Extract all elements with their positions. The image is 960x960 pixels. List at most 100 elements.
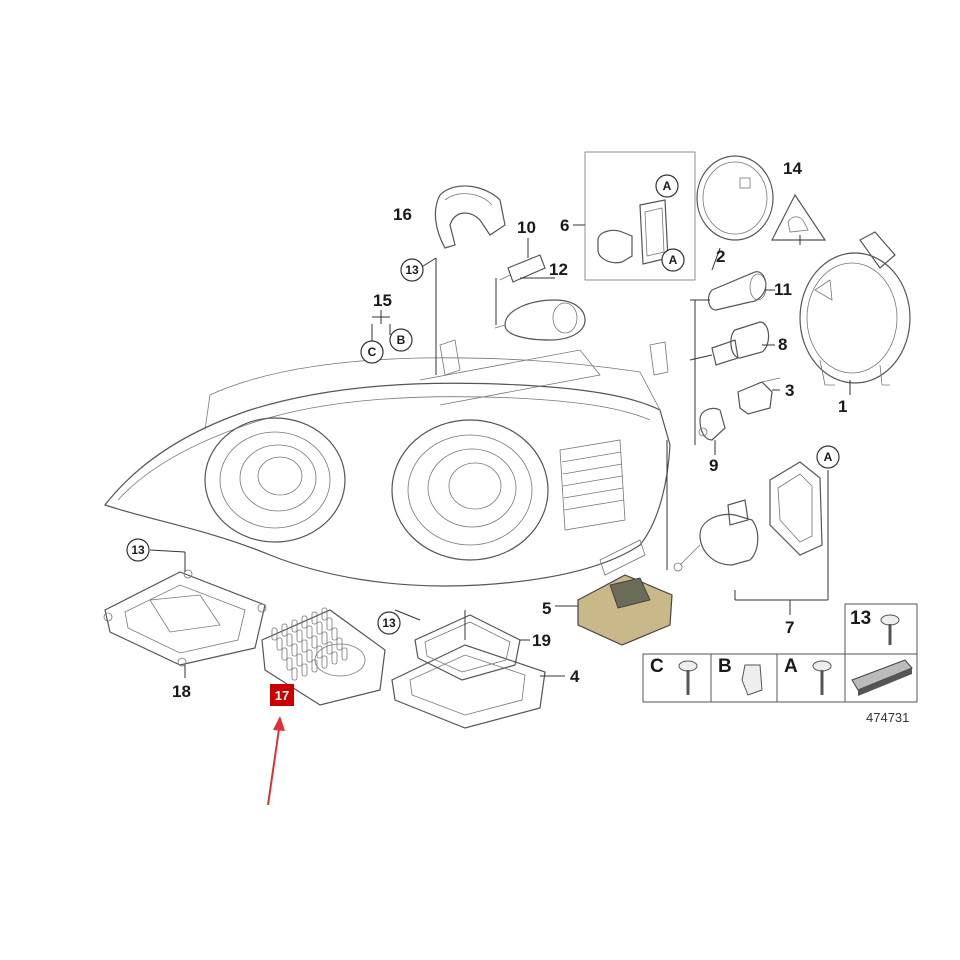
- heatsink-pin: [301, 615, 308, 629]
- red-arrow-icon: [267, 716, 285, 806]
- bulb-part-10: [499, 238, 546, 283]
- label-part-4: 4: [570, 667, 580, 686]
- heatsink-pin: [326, 641, 333, 655]
- rubber-strip-icon: [851, 659, 913, 696]
- bracket-part-16: [434, 185, 506, 249]
- svg-text:C: C: [650, 656, 664, 677]
- circle-13-top: 13: [400, 258, 424, 282]
- heatsink-pin: [281, 647, 288, 661]
- bulb-socket-part-8: [711, 321, 770, 366]
- highlighted-part-17-label: 17: [270, 684, 294, 706]
- heatsink-pin: [331, 651, 338, 665]
- label-part-15: 15: [373, 291, 392, 310]
- legend-cell-B: B: [718, 656, 763, 696]
- label-part-2: 2: [716, 247, 725, 266]
- circle-C: C: [360, 340, 384, 364]
- headlight-housing: [104, 339, 671, 587]
- svg-text:C: C: [368, 345, 377, 359]
- circled-labels: 13 13 13 C B A A A: [126, 174, 840, 635]
- highlight-badge: [270, 684, 294, 706]
- svg-text:17: 17: [275, 688, 289, 703]
- label-part-11: 11: [774, 280, 792, 299]
- label-part-18: 18: [172, 682, 191, 701]
- control-module-part-17: [261, 607, 386, 706]
- svg-text:B: B: [397, 333, 406, 347]
- warning-label-part-14: [771, 193, 827, 241]
- ballast-part-5: [577, 574, 673, 646]
- circle-A-right: A: [816, 445, 840, 469]
- heatsink-pin: [326, 617, 333, 631]
- heatsink-pin: [286, 657, 293, 671]
- legend-cell-13: 13: [850, 608, 900, 645]
- heatsink-pin: [321, 655, 328, 669]
- heatsink-pin: [311, 611, 318, 625]
- heatsink-pin: [301, 639, 308, 653]
- label-part-9: 9: [709, 456, 718, 475]
- fastener-legend: 13 C B A: [642, 603, 918, 725]
- heatsink-pin: [316, 621, 323, 635]
- part-labels: 1 2 3 4 5 6 7 8 9 10 11 12 14 15 16 18 1…: [172, 159, 847, 701]
- heatsink-pin: [341, 647, 348, 661]
- circle-A-top: A: [655, 174, 679, 198]
- ring-part-2: [696, 155, 774, 241]
- label-part-5: 5: [542, 599, 551, 618]
- heatsink-pin: [321, 607, 328, 621]
- leveling-motor-part-7: [673, 461, 823, 572]
- bulb-part-12: [494, 299, 586, 341]
- svg-text:13: 13: [405, 263, 419, 277]
- circle-B: B: [389, 328, 413, 352]
- heatsink-pin: [291, 667, 298, 681]
- legend-cell-A: A: [784, 656, 832, 695]
- screw-icon: [880, 614, 900, 645]
- heatsink-pin: [306, 625, 313, 639]
- ring-part-1: [799, 231, 911, 386]
- screw-icon: [678, 660, 698, 695]
- label-part-14: 14: [783, 159, 802, 178]
- label-part-10: 10: [517, 218, 536, 237]
- screw-icon: [812, 660, 832, 695]
- label-part-3: 3: [785, 381, 794, 400]
- heatsink-pin: [321, 631, 328, 645]
- heatsink-pin: [311, 659, 318, 673]
- leader-lines: [149, 224, 851, 678]
- heatsink-pin: [301, 663, 308, 677]
- svg-text:A: A: [663, 179, 672, 193]
- heatsink-pin: [306, 649, 313, 663]
- heatsink-pin: [276, 637, 283, 651]
- svg-text:B: B: [718, 656, 732, 677]
- svg-text:A: A: [784, 656, 798, 677]
- heatsink-pin: [316, 645, 323, 659]
- ballast-part-4: [391, 614, 546, 729]
- circle-A-mid: A: [661, 248, 685, 272]
- svg-text:A: A: [824, 450, 833, 464]
- heatsink-pin: [296, 629, 303, 643]
- svg-text:13: 13: [131, 543, 145, 557]
- clip-icon: [741, 664, 763, 696]
- bulb-part-11: [707, 271, 767, 311]
- legend-cell-C: C: [650, 656, 698, 695]
- heatsink-pin: [286, 633, 293, 647]
- heatsink-pin: [331, 627, 338, 641]
- heatsink-pin: [291, 643, 298, 657]
- heatsink-pin: [271, 627, 278, 641]
- circle-13-left: 13: [126, 538, 150, 562]
- heatsink-pin: [291, 619, 298, 633]
- socket-part-3: [737, 377, 781, 415]
- heatsink-pin: [281, 623, 288, 637]
- label-part-8: 8: [778, 335, 787, 354]
- heatsink-pin: [296, 653, 303, 667]
- circle-13-bottom: 13: [377, 611, 401, 635]
- legend-cell-strip: [851, 659, 913, 696]
- label-part-6: 6: [560, 216, 569, 235]
- label-part-12: 12: [549, 260, 568, 279]
- label-part-19: 19: [532, 631, 551, 650]
- svg-text:13: 13: [382, 616, 396, 630]
- heatsink-pin: [311, 635, 318, 649]
- label-part-1: 1: [838, 397, 847, 416]
- svg-text:13: 13: [850, 608, 871, 629]
- bulb-part-9: [698, 407, 726, 441]
- diagram-reference-number: 474731: [866, 710, 909, 725]
- label-part-7: 7: [785, 618, 794, 637]
- svg-text:A: A: [669, 253, 678, 267]
